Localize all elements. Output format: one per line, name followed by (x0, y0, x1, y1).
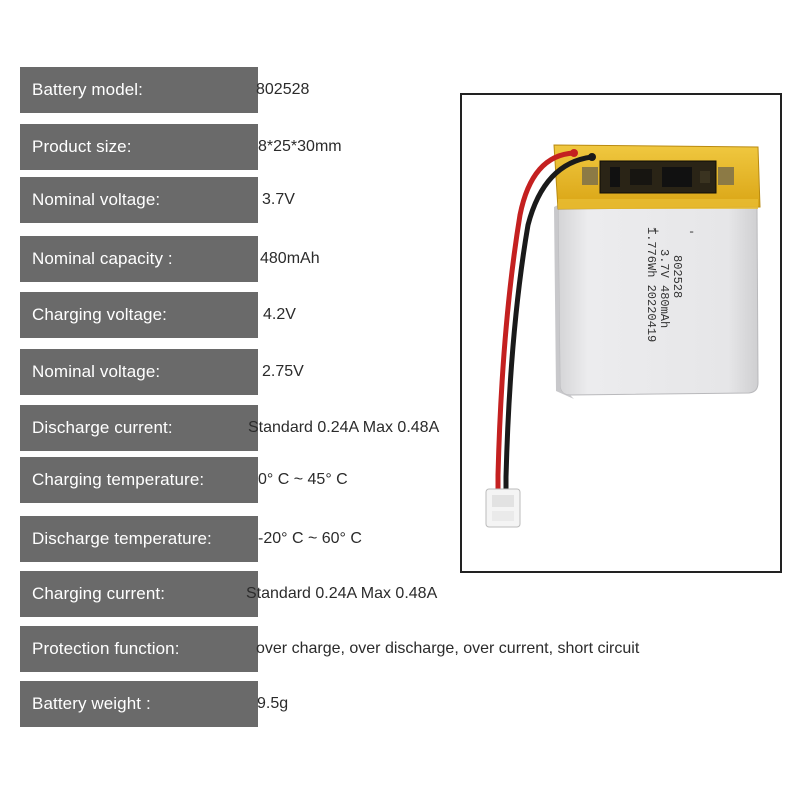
spec-label-charging-current: Charging current: (20, 571, 258, 617)
spec-value-cutoff-voltage: 2.75V (262, 363, 304, 380)
svg-text:802528: 802528 (670, 255, 684, 298)
spec-label-charging-temperature: Charging temperature: (20, 457, 258, 503)
spec-label-battery-weight: Battery weight : (20, 681, 258, 727)
spec-value-discharge-temperature: -20° C ~ 60° C (258, 530, 362, 547)
svg-text:1.776Wh 20220419: 1.776Wh 20220419 (644, 227, 658, 342)
spec-value-protection-function: over charge, over discharge, over curren… (256, 640, 640, 657)
battery-photo-frame: 802528 3.7V 480mAh 1.776Wh 20220419 - + (460, 93, 782, 573)
spec-value-charging-temperature: 0° C ~ 45° C (258, 471, 348, 488)
positive-mark: + (652, 225, 659, 239)
spec-value-nominal-voltage: 3.7V (262, 191, 295, 208)
battery-label-text: 802528 3.7V 480mAh 1.776Wh 20220419 (644, 227, 684, 342)
negative-mark: - (688, 225, 695, 239)
spec-label-nominal-voltage: Nominal voltage: (20, 177, 258, 223)
spec-label-battery-model: Battery model: (20, 67, 258, 113)
spec-value-charging-voltage: 4.2V (263, 306, 296, 323)
spec-label-product-size: Product size: (20, 124, 258, 170)
red-wire (495, 150, 577, 494)
battery-photo: 802528 3.7V 480mAh 1.776Wh 20220419 - + (485, 144, 761, 528)
spec-label-discharge-temperature: Discharge temperature: (20, 516, 258, 562)
jst-connector (485, 488, 521, 528)
spec-label-discharge-current: Discharge current: (20, 405, 258, 451)
spec-value-battery-model: 802528 (256, 81, 310, 98)
black-wire (503, 154, 595, 494)
spec-label-protection-function: Protection function: (20, 626, 258, 672)
spec-label-cutoff-voltage: Nominal voltage: (20, 349, 258, 395)
spec-value-discharge-current: Standard 0.24A Max 0.48A (248, 419, 440, 436)
spec-label-charging-voltage: Charging voltage: (20, 292, 258, 338)
spec-label-nominal-capacity: Nominal capacity : (20, 236, 258, 282)
spec-value-battery-weight: 9.5g (257, 695, 289, 712)
spec-value-charging-current: Standard 0.24A Max 0.48A (246, 585, 438, 602)
spec-value-product-size: 8*25*30mm (258, 138, 342, 155)
spec-value-nominal-capacity: 480mAh (260, 250, 320, 267)
svg-text:3.7V 480mAh: 3.7V 480mAh (657, 249, 671, 328)
battery-body-edge (554, 205, 574, 399)
